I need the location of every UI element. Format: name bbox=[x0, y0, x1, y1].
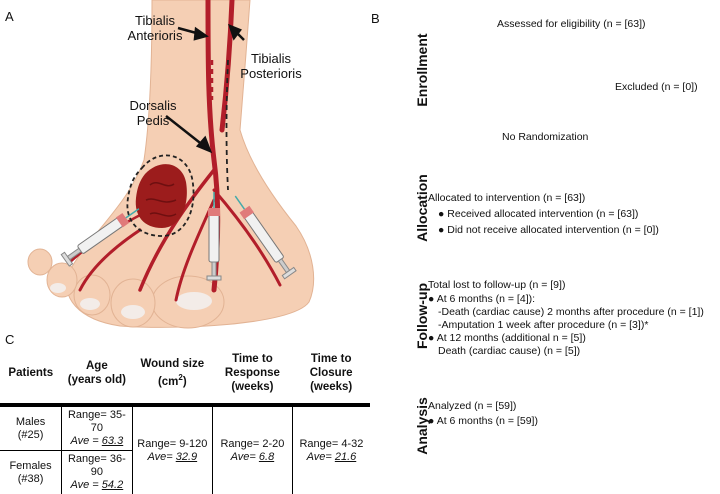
col-age: Age (years old) bbox=[62, 343, 133, 405]
cell-time-to-closure: Range= 4-32 Ave= 21.6 bbox=[292, 405, 370, 494]
col-wound-size: Wound size (cm2) bbox=[132, 343, 212, 405]
cell-males-label: Males (#25) bbox=[0, 405, 62, 451]
panel-b-letter: B bbox=[371, 11, 380, 26]
col-patients: Patients bbox=[0, 343, 62, 405]
label-dorsalis-pedis: Dorsalis Pedis bbox=[113, 98, 193, 128]
no-randomization-text: No Randomization bbox=[502, 131, 588, 144]
cell-females-age: Range= 36-90 Ave = 54.2 bbox=[62, 451, 133, 494]
m12-item: ● At 12 months (additional n = [5]) bbox=[428, 332, 586, 345]
toe-2 bbox=[111, 279, 155, 327]
analyzed-text: Analyzed (n = [59]) bbox=[428, 400, 516, 413]
patient-stats-table: Patients Age (years old) Wound size (cm2… bbox=[0, 343, 370, 494]
label-tibialis-posterioris: Tibialis Posterioris bbox=[225, 51, 317, 81]
cell-wound-size: Range= 9-120 Ave= 32.9 bbox=[132, 405, 212, 494]
toe-5 bbox=[28, 249, 52, 275]
allocated-text: Allocated to intervention (n = [63]) bbox=[428, 192, 585, 205]
label-tibialis-anterioris: Tibialis Anterioris bbox=[115, 13, 195, 43]
excluded-text: Excluded (n = [0]) bbox=[615, 81, 698, 94]
foot-illustration bbox=[0, 0, 372, 332]
m12-death-text: Death (cardiac cause) (n = [5]) bbox=[438, 345, 580, 358]
m6-item: ● At 6 months (n = [4]): bbox=[428, 293, 535, 306]
stage-enrollment: Enrollment bbox=[414, 18, 430, 122]
col-time-to-response: Time to Response (weeks) bbox=[213, 343, 293, 405]
table-row-males: Males (#25) Range= 35-70 Ave = 63.3 Rang… bbox=[0, 405, 370, 451]
table-header-row: Patients Age (years old) Wound size (cm2… bbox=[0, 343, 370, 405]
m6-amputation-text: -Amputation 1 week after procedure (n = … bbox=[438, 319, 648, 332]
analyzed-6-item: ● At 6 months (n = [59]) bbox=[428, 415, 538, 428]
not-received-item: ● Did not receive allocated intervention… bbox=[438, 224, 659, 237]
col-time-to-closure: Time to Closure (weeks) bbox=[292, 343, 370, 405]
cell-females-label: Females (#38) bbox=[0, 451, 62, 494]
cell-males-age: Range= 35-70 Ave = 63.3 bbox=[62, 405, 133, 451]
received-item: ● Received allocated intervention (n = [… bbox=[438, 208, 638, 221]
assessed-text: Assessed for eligibility (n = [63]) bbox=[497, 18, 646, 31]
lost-text: Total lost to follow-up (n = [9]) bbox=[428, 279, 565, 292]
stage-allocation: Allocation bbox=[414, 156, 430, 260]
cell-time-to-response: Range= 2-20 Ave= 6.8 bbox=[213, 405, 293, 494]
m6-death-text: -Death (cardiac cause) 2 months after pr… bbox=[438, 306, 704, 319]
